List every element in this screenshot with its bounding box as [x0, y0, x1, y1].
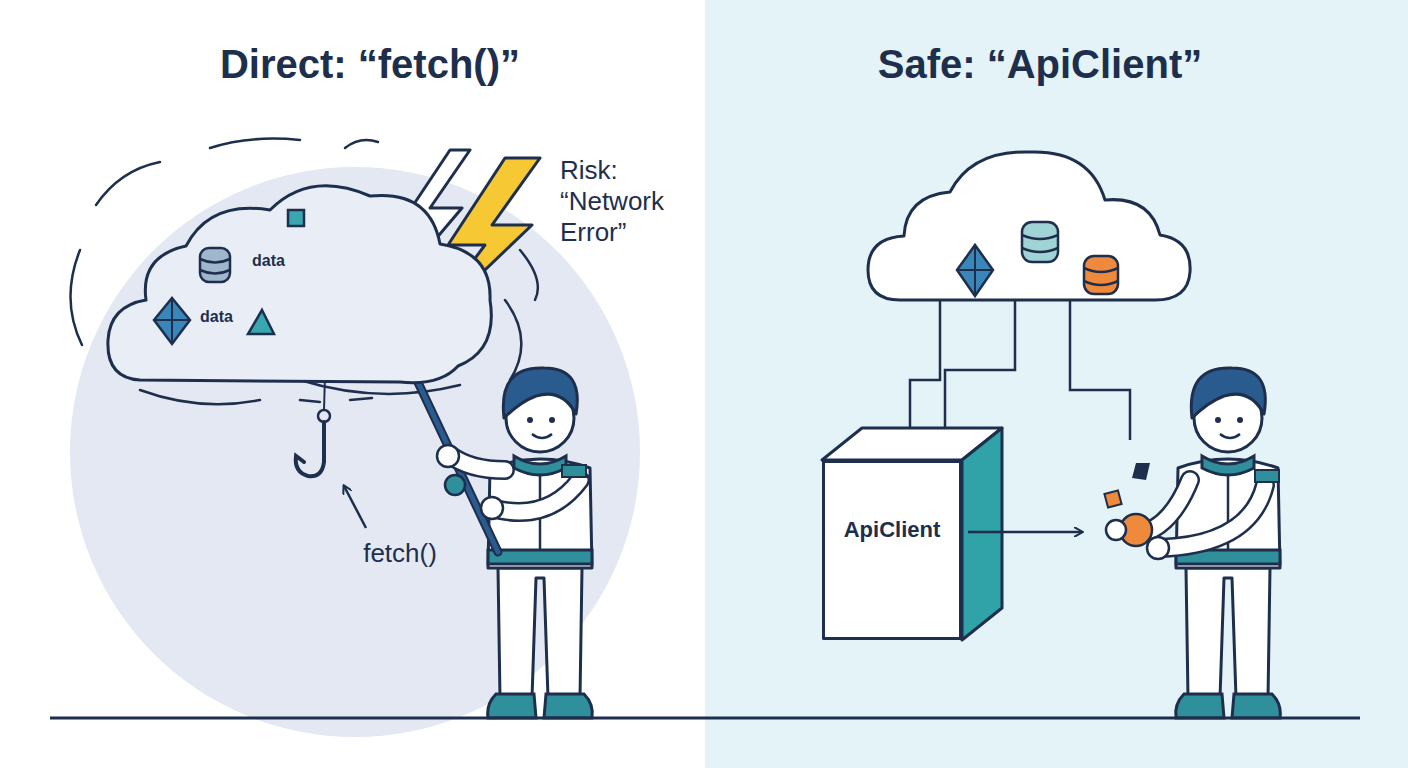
box-face	[822, 460, 962, 640]
callout-label: fetch()	[363, 538, 437, 569]
cloud-shape	[100, 160, 500, 392]
api-client-box: ApiClient	[822, 460, 962, 640]
data-label: data	[200, 308, 233, 326]
panel-title: Safe: “ApiClient”	[878, 40, 1202, 88]
box-label: ApiClient	[844, 517, 941, 543]
data-cloud: data data	[100, 160, 500, 392]
panel-title: Direct: “fetch()”	[220, 40, 520, 88]
risk-note: Risk: “Network Error”	[560, 155, 710, 249]
data-label: data	[252, 252, 285, 270]
